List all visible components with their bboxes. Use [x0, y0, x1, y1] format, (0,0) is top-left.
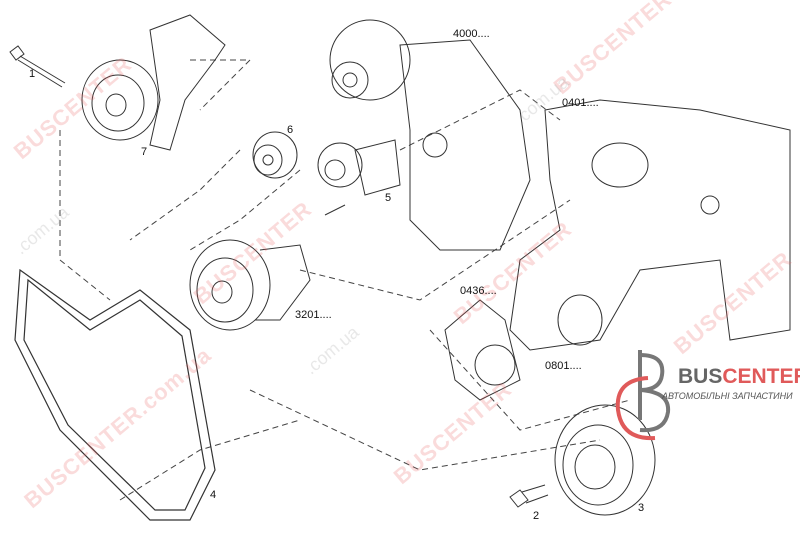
callout-7: 7: [141, 146, 148, 158]
logo-mark: [615, 350, 671, 441]
logo-brand-center: CENTER: [722, 365, 800, 388]
tensioner-shape: [317, 139, 401, 216]
alternator-shape: [329, 19, 531, 251]
callout-1: 1: [29, 68, 36, 80]
logo-brand: BUSCENTER: [678, 365, 800, 389]
callout-0436: 0436....: [460, 285, 497, 297]
logo-tagline: АВТОМОБІЛЬНІ ЗАПЧАСТИНИ: [662, 391, 793, 401]
callout-4000: 4000....: [453, 28, 490, 40]
pulley-bolt-shape: [509, 484, 549, 508]
buscenter-logo: BUSCENTER АВТОМОБІЛЬНІ ЗАПЧАСТИНИ: [612, 345, 800, 435]
callout-0401: 0401....: [562, 97, 599, 109]
belt-shape: [14, 268, 216, 521]
callout-5: 5: [385, 192, 392, 204]
tensioner-bracket-shape: [81, 14, 226, 151]
bolt-1-shape: [9, 45, 66, 88]
leader-lines: [59, 59, 631, 501]
callout-2: 2: [533, 510, 540, 522]
callout-3201: 3201....: [295, 309, 332, 321]
logo-brand-bus: BUS: [678, 365, 723, 388]
engine-block-shape: [509, 99, 791, 351]
callout-4: 4: [210, 489, 217, 501]
cover-shape: [444, 299, 521, 401]
callout-6: 6: [287, 124, 294, 136]
water-pump-shape: [189, 239, 311, 331]
crank-pulley-shape: [554, 404, 656, 516]
idler-pulley-shape: [252, 131, 298, 179]
callout-3: 3: [638, 502, 645, 514]
callout-0801: 0801....: [545, 360, 582, 372]
